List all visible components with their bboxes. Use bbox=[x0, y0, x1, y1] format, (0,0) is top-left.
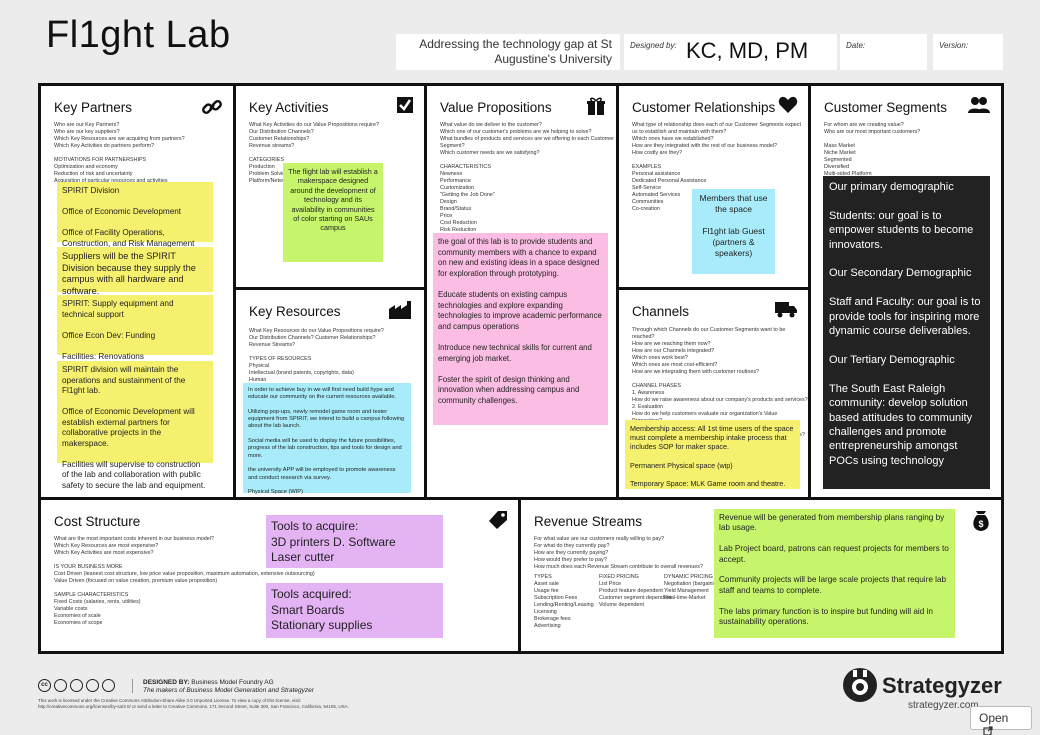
value-propositions-prompts: What value do we deliver to the customer… bbox=[440, 122, 614, 247]
customer-relationships-block: Customer Relationships What type of rela… bbox=[619, 86, 811, 290]
open-button[interactable]: Open bbox=[970, 706, 1032, 735]
key-resources-title: Key Resources bbox=[249, 304, 341, 319]
sticky-note[interactable]: Suppliers will be the SPIRIT Division be… bbox=[57, 247, 213, 296]
factory-icon bbox=[388, 300, 414, 324]
customer-segments-title: Customer Segments bbox=[824, 100, 948, 115]
key-activities-block: Key Activities What Key Activities do ou… bbox=[236, 86, 427, 290]
sa-icon bbox=[86, 679, 99, 692]
sticky-note[interactable]: SPIRIT division will maintain the operat… bbox=[57, 361, 213, 490]
revenue-streams-block: Revenue Streams $ For what value are our… bbox=[521, 500, 1001, 651]
date-label: Date: bbox=[846, 41, 866, 50]
revenue-streams-prompts: For what value are our customers really … bbox=[534, 536, 703, 570]
divider bbox=[132, 679, 133, 693]
sticky-note[interactable]: The flight lab will establish a makerspa… bbox=[283, 163, 383, 262]
sticky-note[interactable]: SPIRIT: Supply equipment and technical s… bbox=[57, 295, 213, 361]
date-box: Date: bbox=[840, 34, 927, 70]
key-partners-title: Key Partners bbox=[54, 100, 133, 115]
key-partners-block: Key Partners Who are our Key Partners? W… bbox=[41, 86, 236, 500]
designed-by-footer-label: DESIGNED BY: bbox=[143, 679, 190, 686]
sticky-note[interactable]: Members that use the space Fl1ght lab Gu… bbox=[692, 189, 775, 274]
strategyzer-brand: Strategyzer bbox=[882, 673, 1002, 698]
designed-by-footer-value: Business Model Foundry AG bbox=[191, 679, 274, 686]
nc-icon bbox=[70, 679, 83, 692]
revenue-streams-title: Revenue Streams bbox=[534, 514, 643, 529]
revenue-types-col: TYPES Asset sale Usage fee Subscription … bbox=[534, 574, 594, 629]
by-icon bbox=[54, 679, 67, 692]
customer-segments-block: Customer Segments For whom are we creati… bbox=[811, 86, 1001, 500]
sticky-note[interactable]: Membership access: All 1st time users of… bbox=[625, 420, 800, 489]
strategyzer-url[interactable]: strategyzer.com bbox=[908, 700, 979, 711]
version-box: Version: bbox=[933, 34, 1003, 70]
open-button-label: Open bbox=[979, 711, 1009, 725]
sticky-note[interactable]: Tools acquired: Smart Boards Stationary … bbox=[266, 583, 443, 638]
money-bag-icon: $ bbox=[971, 510, 991, 536]
gift-icon bbox=[586, 96, 606, 120]
strategyzer-logo-icon bbox=[842, 667, 878, 703]
link-icon bbox=[201, 96, 223, 122]
value-propositions-block: Value Propositions What value do we deli… bbox=[427, 86, 619, 500]
cc-license-icons: cc bbox=[38, 679, 115, 692]
key-resources-prompts: What Key Resources do our Value Proposit… bbox=[249, 328, 384, 390]
key-activities-title: Key Activities bbox=[249, 100, 329, 115]
people-icon bbox=[967, 96, 991, 118]
designed-by-label: Designed by: bbox=[630, 41, 677, 50]
designed-by-value: KC, MD, PM bbox=[686, 38, 809, 63]
revenue-fixed-col: FIXED PRICING List Price Product feature… bbox=[599, 574, 672, 608]
footer-tagline: The makers of Business Model Generation … bbox=[143, 687, 314, 694]
channels-title: Channels bbox=[632, 304, 690, 319]
designed-by-footer: DESIGNED BY: Business Model Foundry AG T… bbox=[143, 679, 314, 695]
sticky-note[interactable]: Revenue will be generated from membershi… bbox=[714, 509, 955, 638]
business-model-canvas: Key Partners Who are our Key Partners? W… bbox=[38, 83, 1004, 654]
heart-icon bbox=[778, 96, 798, 118]
designed-for-text: Addressing the technology gap at St Augu… bbox=[419, 37, 612, 66]
sticky-note[interactable]: SPIRIT Division Office of Economic Devel… bbox=[57, 182, 213, 248]
version-label: Version: bbox=[939, 41, 969, 50]
svg-text:$: $ bbox=[978, 519, 983, 529]
sticky-note[interactable]: In order to achieve buy in we will first… bbox=[243, 383, 411, 495]
external-link-icon bbox=[983, 725, 993, 735]
tag-icon bbox=[488, 510, 508, 534]
cost-structure-prompts: What are the most important costs inhere… bbox=[54, 536, 315, 626]
customer-segments-prompts: For whom are we creating value? Who are … bbox=[824, 122, 921, 177]
key-resources-block: Key Resources What Key Resources do our … bbox=[236, 290, 427, 500]
title-area bbox=[35, 2, 418, 82]
sticky-note[interactable]: Our primary demographic Students: our go… bbox=[823, 176, 990, 489]
sticky-note[interactable]: Tools to acquire: 3D printers D. Softwar… bbox=[266, 515, 443, 568]
cc-icon: cc bbox=[38, 679, 51, 692]
info-icon bbox=[102, 679, 115, 692]
designed-for-box: Addressing the technology gap at St Augu… bbox=[396, 34, 620, 70]
designed-by-box: Designed by: KC, MD, PM bbox=[624, 34, 837, 70]
truck-icon bbox=[774, 300, 798, 322]
customer-relationships-title: Customer Relationships bbox=[632, 100, 776, 115]
sticky-note[interactable]: the goal of this lab is to provide stude… bbox=[433, 233, 608, 425]
cost-structure-block: Cost Structure What are the most importa… bbox=[41, 500, 521, 651]
channels-block: Channels Through which Channels do our C… bbox=[619, 290, 811, 500]
canvas-title: Fl1ght Lab bbox=[46, 14, 231, 56]
cost-structure-title: Cost Structure bbox=[54, 514, 141, 529]
checkbox-icon bbox=[396, 96, 414, 118]
key-partners-prompts: Who are our Key Partners? Who are our ke… bbox=[54, 122, 185, 184]
customer-relationships-prompts: What type of relationship does each of o… bbox=[632, 122, 801, 212]
license-text: This work is licensed under the Creative… bbox=[38, 698, 349, 709]
value-propositions-title: Value Propositions bbox=[440, 100, 552, 115]
revenue-dynamic-col: DYNAMIC PRICING Negotiation (bargaining)… bbox=[664, 574, 722, 601]
key-activities-prompts: What Key Activities do our Value Proposi… bbox=[249, 122, 379, 184]
